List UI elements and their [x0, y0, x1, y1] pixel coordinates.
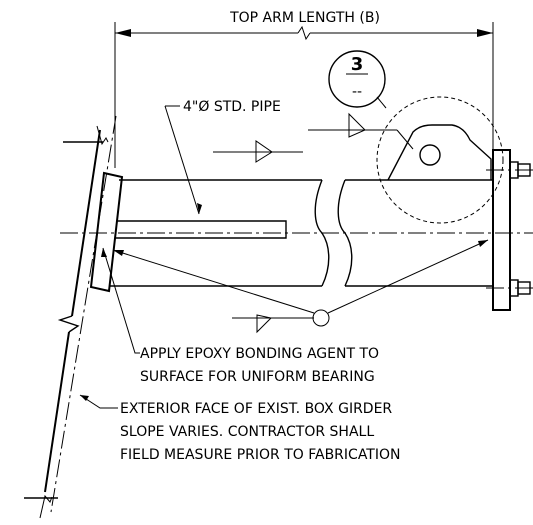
weld-symbol-lug	[308, 112, 414, 150]
end-flange-plate	[486, 149, 533, 311]
existing-box-girder-face	[24, 115, 117, 519]
epoxy-note: APPLY EPOXY BONDING AGENT TO SURFACE FOR…	[101, 247, 379, 385]
girder-face-note: EXTERIOR FACE OF EXIST. BOX GIRDER SLOPE…	[79, 394, 400, 463]
girder-note-line-3: FIELD MEASURE PRIOR TO FABRICATION	[120, 447, 400, 463]
girder-note-line-2: SLOPE VARIES. CONTRACTOR SHALL	[120, 424, 374, 440]
detail-sheet-ref: --	[352, 84, 362, 100]
epoxy-note-line-2: SURFACE FOR UNIFORM BEARING	[140, 369, 375, 385]
pipe-callout: 4"Ø STD. PIPE	[164, 99, 281, 215]
girder-note-line-1: EXTERIOR FACE OF EXIST. BOX GIRDER	[120, 401, 392, 417]
detail-enclosure-circle	[376, 96, 504, 224]
top-arm-length-label: TOP ARM LENGTH (B)	[229, 10, 380, 26]
bearing-plate	[89, 171, 124, 293]
pipe-arm	[60, 179, 533, 287]
lifting-lug	[387, 124, 492, 181]
detail-number: 3	[351, 54, 364, 75]
epoxy-note-line-1: APPLY EPOXY BONDING AGENT TO	[140, 346, 379, 362]
weld-all-around-symbol	[112, 239, 489, 334]
weld-symbol-plate	[213, 140, 303, 163]
detail-callout: 3 --	[328, 50, 504, 224]
top-arm-length-dimension: TOP ARM LENGTH (B)	[114, 10, 494, 168]
pipe-label: 4"Ø STD. PIPE	[183, 99, 281, 115]
